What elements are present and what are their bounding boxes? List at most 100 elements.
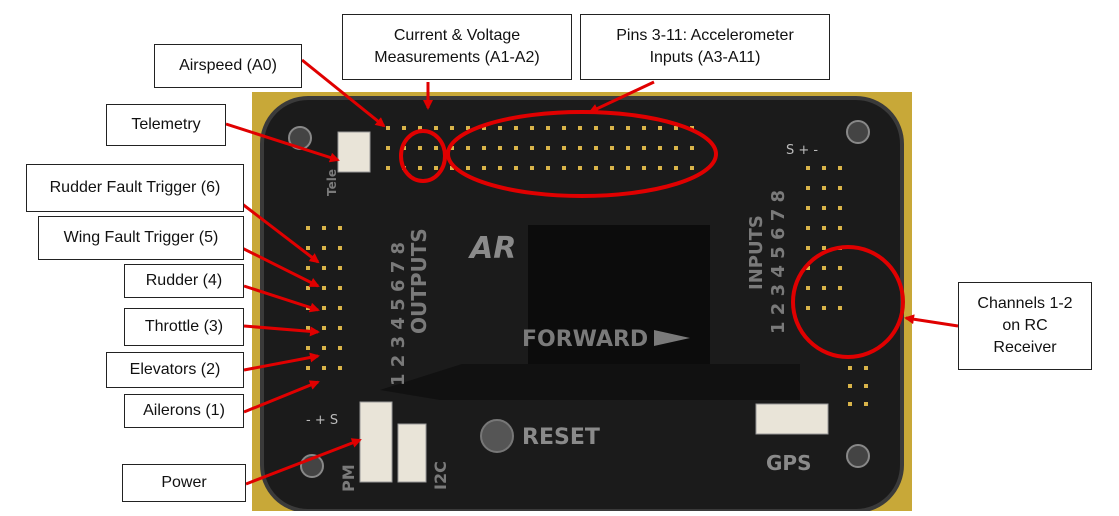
header-pin (838, 186, 842, 190)
current-voltage-callout: Current & Voltage Measurements (A1-A2) (342, 14, 572, 80)
header-pin (562, 126, 566, 130)
header-pin (642, 126, 646, 130)
outputs-numbers: 1 2 3 4 5 6 7 8 (388, 242, 409, 386)
header-pin (546, 126, 550, 130)
telemetry-connector (338, 132, 370, 172)
header-pin (338, 366, 342, 370)
header-pin (338, 326, 342, 330)
i2c-connector (398, 424, 426, 482)
header-pin (386, 126, 390, 130)
header-pin (306, 246, 310, 250)
header-pin (822, 306, 826, 310)
header-pin (514, 146, 518, 150)
header-pin (578, 166, 582, 170)
header-pin (594, 146, 598, 150)
header-pin (482, 146, 486, 150)
channels-callout: Channels 1-2 on RC Receiver (958, 282, 1092, 370)
polarity-right-label: S + - (786, 143, 818, 158)
header-pin (864, 402, 868, 406)
header-pin (822, 186, 826, 190)
header-pin (848, 384, 852, 388)
header-pin (306, 346, 310, 350)
header-pin (578, 146, 582, 150)
rudder-fault-callout: Rudder Fault Trigger (6) (26, 164, 244, 212)
brand-label: AR (468, 231, 516, 266)
header-pin (386, 166, 390, 170)
header-pin (338, 266, 342, 270)
header-pin (658, 146, 662, 150)
telemetry-callout: Telemetry (106, 104, 226, 146)
header-pin (562, 166, 566, 170)
header-pin (322, 286, 326, 290)
pm-label: PM (339, 464, 358, 492)
power-connector (360, 402, 392, 482)
header-pin (306, 266, 310, 270)
header-pin (822, 226, 826, 230)
rudder-callout: Rudder (4) (124, 264, 244, 298)
header-pin (306, 286, 310, 290)
wing-fault-callout: Wing Fault Trigger (5) (38, 216, 244, 260)
header-pin (530, 146, 534, 150)
pins-callout: Pins 3-11: Accelerometer Inputs (A3-A11) (580, 14, 830, 80)
header-pin (482, 166, 486, 170)
tele-label: Tele (325, 169, 339, 196)
header-pin (386, 146, 390, 150)
header-pin (848, 366, 852, 370)
header-pin (806, 226, 810, 230)
outputs-label: OUTPUTS (407, 228, 431, 334)
header-pin (498, 126, 502, 130)
header-pin (322, 366, 326, 370)
header-pin (530, 166, 534, 170)
header-pin (466, 146, 470, 150)
header-pin (658, 166, 662, 170)
inputs-numbers: 1 2 3 4 5 6 7 8 (768, 190, 789, 334)
header-pin (690, 146, 694, 150)
header-pin (838, 266, 842, 270)
polarity-left-label: - + S (306, 413, 338, 428)
header-pin (578, 126, 582, 130)
header-pin (690, 166, 694, 170)
header-pin (434, 126, 438, 130)
screw-icon (847, 445, 869, 467)
header-pin (546, 166, 550, 170)
header-pin (610, 166, 614, 170)
reset-label: RESET (522, 425, 600, 450)
header-pin (822, 206, 826, 210)
header-pin (864, 384, 868, 388)
elevators-callout: Elevators (2) (106, 352, 244, 388)
header-pin (610, 146, 614, 150)
header-pin (822, 266, 826, 270)
header-pin (626, 166, 630, 170)
header-pin (610, 126, 614, 130)
header-pin (514, 126, 518, 130)
header-pin (338, 246, 342, 250)
header-pin (806, 166, 810, 170)
reset-button-icon (481, 420, 513, 452)
header-pin (434, 146, 438, 150)
header-pin (322, 346, 326, 350)
header-pin (626, 146, 630, 150)
header-pin (498, 146, 502, 150)
header-pin (838, 166, 842, 170)
header-pin (338, 226, 342, 230)
header-pin (822, 286, 826, 290)
header-pin (838, 206, 842, 210)
header-pin (642, 166, 646, 170)
header-pin (594, 126, 598, 130)
forward-label: FORWARD (522, 327, 648, 352)
power-callout: Power (122, 464, 246, 502)
header-pin (546, 146, 550, 150)
inputs-label: INPUTS (746, 215, 767, 290)
header-pin (530, 126, 534, 130)
arrow-channels (906, 318, 958, 326)
header-pin (838, 226, 842, 230)
header-pin (306, 366, 310, 370)
header-pin (848, 402, 852, 406)
header-pin (338, 306, 342, 310)
header-pin (322, 226, 326, 230)
header-pin (838, 306, 842, 310)
header-pin (674, 146, 678, 150)
header-pin (322, 326, 326, 330)
header-pin (674, 166, 678, 170)
